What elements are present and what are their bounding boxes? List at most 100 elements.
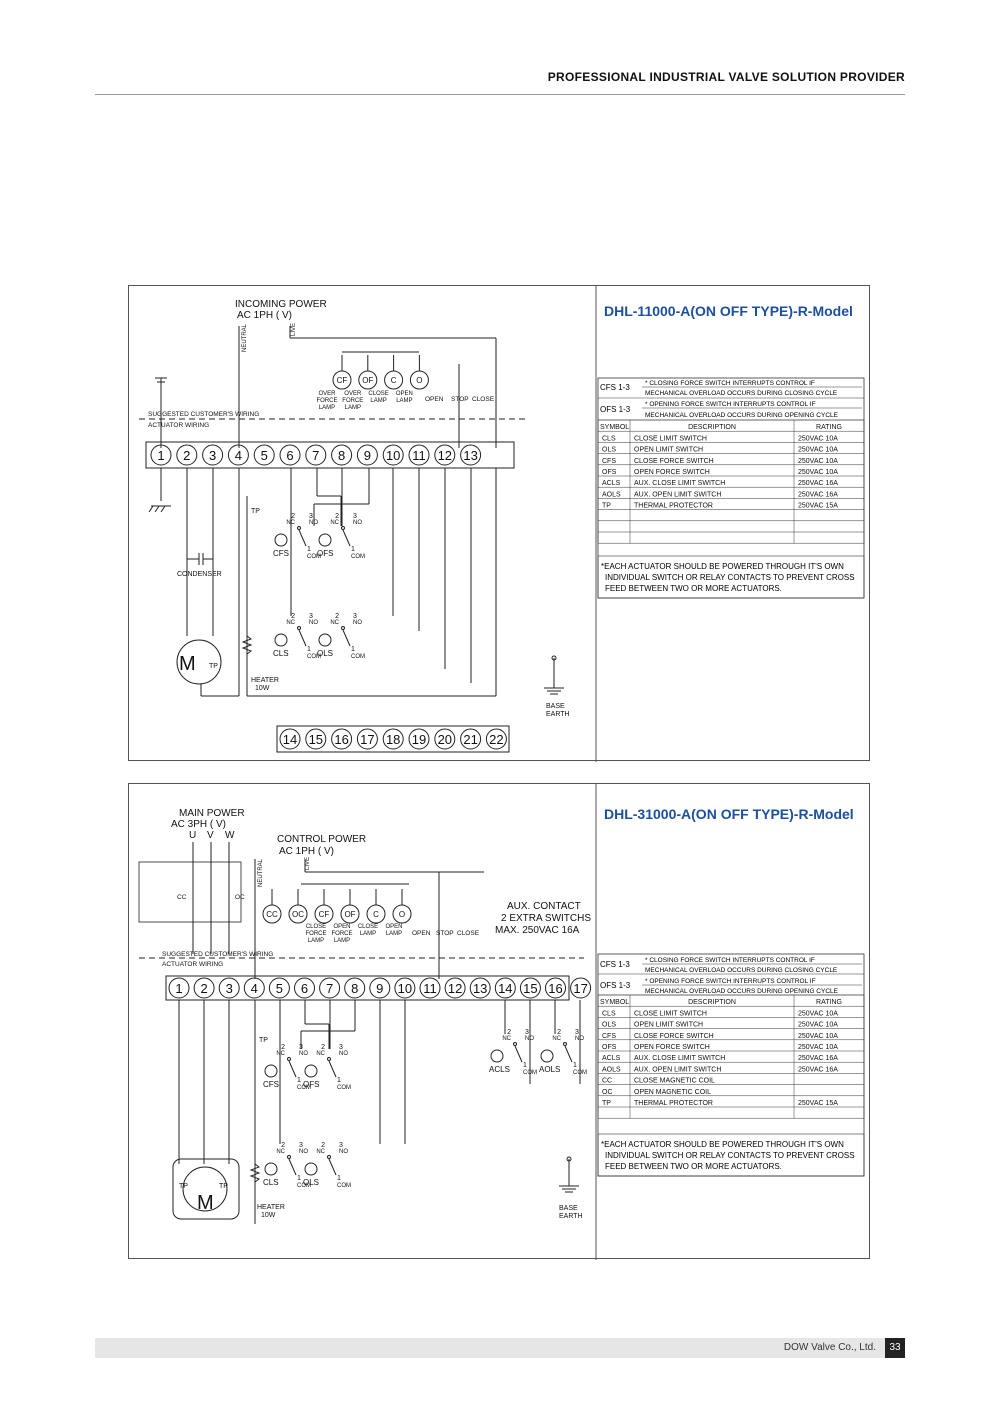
switch-cam-icon <box>490 1049 504 1063</box>
terminal-number: 4 <box>251 981 258 996</box>
note-code: CFS 1-3 <box>600 960 630 969</box>
switch-pin: 2 <box>557 1029 561 1036</box>
footnote-line: *EACH ACTUATOR SHOULD BE POWERED THROUGH… <box>601 562 844 571</box>
switch-contact <box>327 1155 331 1159</box>
terminal-circle <box>570 977 592 999</box>
wiring-diagram-2: DHL-31000-A(ON OFF TYPE)-R-Model CFS 1-3… <box>138 784 865 1260</box>
table-cell: ACLS <box>602 480 621 487</box>
lamp-caption: LAMP <box>334 938 350 944</box>
lamp-caption: CLOSE <box>358 924 378 930</box>
terminal-circle <box>279 728 301 750</box>
switch-contact <box>563 1042 567 1046</box>
switch-blade <box>564 1045 573 1063</box>
table-cell: AUX. CLOSE LIMIT SWITCH <box>634 1055 725 1062</box>
footer-bar <box>95 1338 905 1358</box>
table-cell: OLS <box>602 1022 616 1029</box>
table-cell: OPEN FORCE SWITCH <box>634 469 710 476</box>
terminal-number: 8 <box>351 981 358 996</box>
switch-com: COM <box>297 1085 311 1091</box>
table-cell: 250VAC 10A <box>798 458 838 465</box>
table-cell: 250VAC 15A <box>798 503 838 510</box>
switch-nc: NC <box>552 1036 561 1042</box>
table-cell: CLOSE FORCE SWITCH <box>634 1033 714 1040</box>
live-label: LIVE <box>305 857 311 870</box>
lamp-caption: LAMP <box>370 398 386 404</box>
table-header: SYMBOL <box>600 424 629 431</box>
switch-blade <box>288 1060 297 1078</box>
tp-label: TP <box>209 663 218 670</box>
lamp-label: C <box>391 376 397 385</box>
lamp-caption: LAMP <box>360 931 376 937</box>
aux-contact-label: 2 EXTRA SWITCHS <box>501 913 591 924</box>
terminal-number: 22 <box>489 732 503 747</box>
switch-pin: 2 <box>335 613 339 620</box>
switch-close-label: CLOSE <box>472 396 495 403</box>
terminal-circle <box>434 444 456 466</box>
condenser-label: CONDENSER <box>177 571 222 578</box>
lamp-caption: FORCE <box>332 931 353 937</box>
switch-cam-icon <box>318 633 332 647</box>
switch-contact <box>327 1057 331 1061</box>
table-cell: CFS <box>602 458 616 465</box>
table-cell: OC <box>602 1089 613 1096</box>
switch-nc: NC <box>330 520 339 526</box>
lamp-label: O <box>399 910 405 919</box>
terminal-number: 6 <box>301 981 308 996</box>
table-cell: 250VAC 10A <box>798 1033 838 1040</box>
switch-contact <box>341 626 345 630</box>
table-cell: CLS <box>602 1010 616 1017</box>
u-label: U <box>189 830 196 841</box>
table-cell: CLOSE LIMIT SWITCH <box>634 435 707 442</box>
table-cell: OPEN LIMIT SWITCH <box>634 447 703 454</box>
terminal-number: 12 <box>448 981 462 996</box>
switch-stop-label: STOP <box>451 396 469 403</box>
ac-1ph-label: AC 1PH ( V) <box>279 846 334 857</box>
indicator-lamp-icon <box>332 370 352 390</box>
terminal-number: 5 <box>276 981 283 996</box>
actuator-wiring-label: ACTUATOR WIRING <box>148 422 209 429</box>
base-earth-label: BASE <box>559 1205 578 1212</box>
switch-com: COM <box>337 1085 351 1091</box>
switch-cam-icon <box>540 1049 554 1063</box>
terminal-circle <box>319 977 341 999</box>
terminal-circle <box>434 728 456 750</box>
table-cell: ACLS <box>602 1055 621 1062</box>
terminal-number: 16 <box>334 732 348 747</box>
switch-nc: NC <box>276 1051 285 1057</box>
footnote-line: *EACH ACTUATOR SHOULD BE POWERED THROUGH… <box>601 1140 844 1149</box>
note-code: CFS 1-3 <box>600 383 630 392</box>
footnote-line: INDIVIDUAL SWITCH OR RELAY CONTACTS TO P… <box>605 573 855 582</box>
switch-pin: 2 <box>291 513 295 520</box>
table-cell: OPEN MAGNETIC COIL <box>634 1089 711 1096</box>
w-label: W <box>225 830 235 841</box>
switch-label: CLS <box>273 649 289 658</box>
switch-contact <box>341 526 345 530</box>
note-line: * CLOSING FORCE SWITCH INTERRUPTS CONTRO… <box>645 957 815 964</box>
terminal-number: 19 <box>412 732 426 747</box>
switch-label: AOLS <box>539 1065 560 1074</box>
terminal-number: 10 <box>386 448 400 463</box>
wiring-diagram-panel-2: DHL-31000-A(ON OFF TYPE)-R-Model CFS 1-3… <box>128 783 870 1260</box>
switch-com: COM <box>351 554 365 560</box>
switch-blade <box>328 1158 337 1176</box>
table-cell: CLOSE FORCE SWITCH <box>634 458 714 465</box>
switch-pin: 2 <box>281 1044 285 1051</box>
terminal-number: 13 <box>473 981 487 996</box>
note-line: MECHANICAL OVERLOAD OCCURS DURING OPENIN… <box>645 412 839 419</box>
switch-stop-label: STOP <box>436 930 454 937</box>
switch-pin: 3 <box>353 513 357 520</box>
terminal-circle <box>369 977 391 999</box>
terminal-circle <box>469 977 491 999</box>
note-line: * OPENING FORCE SWITCH INTERRUPTS CONTRO… <box>645 978 816 985</box>
lamp-label: CF <box>319 910 330 919</box>
table-cell: 250VAC 16A <box>798 1055 838 1062</box>
table-cell: OPEN LIMIT SWITCH <box>634 1022 703 1029</box>
terminal-circle <box>519 977 541 999</box>
terminal-circle <box>268 977 290 999</box>
terminal-circle <box>408 728 430 750</box>
switch-no: NO <box>339 1149 348 1155</box>
tp-label: TP <box>219 1183 228 1190</box>
terminal-circle <box>394 977 416 999</box>
